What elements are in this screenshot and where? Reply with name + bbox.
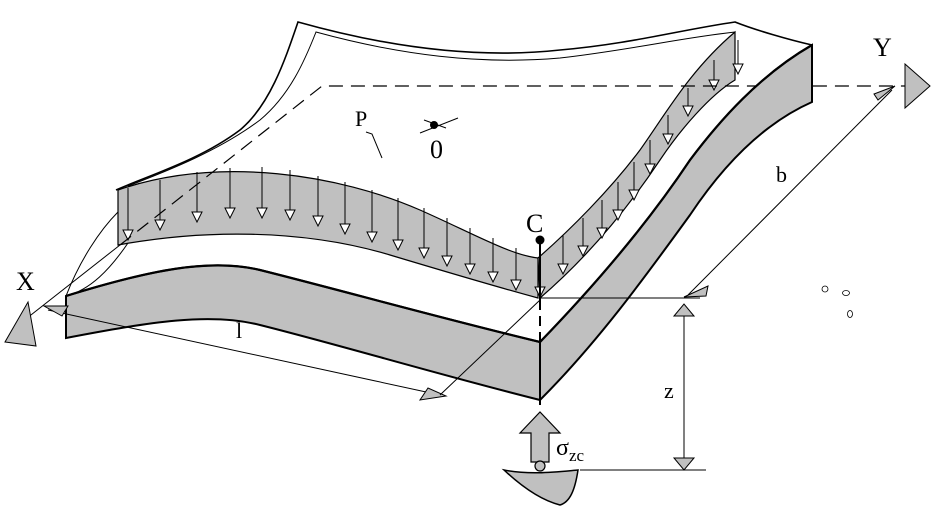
stress-label: σzc: [556, 435, 584, 465]
arrowhead-icon: [4, 300, 37, 347]
stress-arrows-side: [557, 40, 744, 276]
x-axis-label: X: [16, 267, 35, 296]
lower-slab: [65, 43, 813, 403]
depth-label: z: [664, 378, 674, 403]
width-dimension: [540, 85, 896, 299]
y-axis: [904, 62, 931, 110]
point-c-label: C: [526, 209, 543, 238]
stress-label-main: σ: [556, 435, 569, 461]
decorative-circles: [821, 285, 853, 318]
x-axis: [4, 244, 121, 347]
load-arrow-icon: [501, 411, 579, 506]
width-label: b: [776, 162, 787, 187]
load-label: P: [355, 106, 367, 131]
arrowhead-icon: [904, 62, 931, 110]
origin-label: 0: [430, 135, 443, 164]
depth-dimension: [580, 303, 706, 471]
length-dimension: [42, 299, 541, 401]
stress-label-sub: zc: [569, 446, 585, 465]
length-label: l: [236, 318, 242, 343]
stress-arrows-front: [122, 167, 546, 299]
pointer-icon: [365, 131, 383, 159]
stress-distribution-front: [117, 171, 539, 299]
point-c-marker: [535, 235, 545, 245]
y-axis-label: Y: [873, 33, 892, 62]
load-area-outline: [119, 85, 905, 246]
